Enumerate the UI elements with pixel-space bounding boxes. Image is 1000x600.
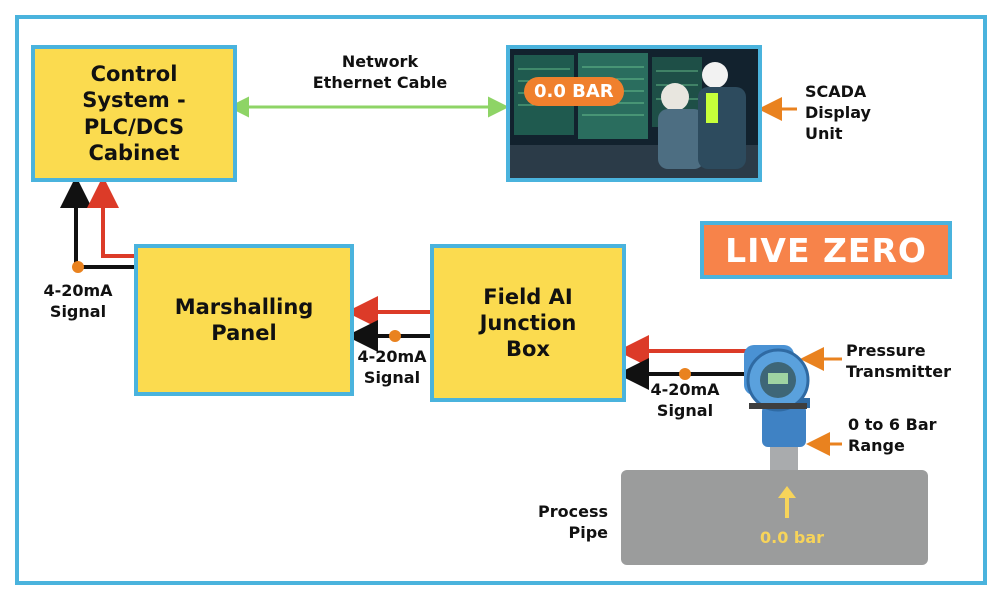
junction-box-line3: Box	[506, 337, 550, 362]
signal-label-control: 4-20mA Signal	[38, 281, 118, 323]
network-label-line1: Network	[341, 52, 419, 71]
signal-node	[389, 330, 401, 342]
process-pipe-line1: Process	[538, 502, 608, 521]
signal-label-line1: 4-20mA	[650, 380, 720, 399]
marshalling-panel-label: Marshalling Panel	[174, 294, 314, 345]
junction-box-line1: Field AI	[483, 284, 573, 309]
signal-label-field: 4-20mA Signal	[645, 380, 725, 422]
pressure-transmitter-line1: Pressure	[846, 341, 926, 360]
pressure-transmitter-label: Pressure Transmitter	[846, 341, 951, 383]
process-pipe	[621, 470, 928, 565]
range-label: 0 to 6 Bar Range	[848, 415, 937, 457]
live-zero-badge: LIVE ZERO	[700, 221, 952, 279]
junction-box: Field AI Junction Box	[430, 244, 626, 402]
scada-label-line2: Display	[805, 102, 871, 122]
pressure-transmitter-line2: Transmitter	[846, 361, 951, 381]
scada-label: SCADA Display Unit	[805, 82, 871, 144]
process-pipe-label: Process Pipe	[538, 502, 608, 544]
control-system-box: Control System - PLC/DCS Cabinet	[31, 45, 237, 182]
junction-box-line2: Junction	[479, 310, 577, 335]
live-zero-label: LIVE ZERO	[725, 230, 927, 270]
signal-node	[72, 261, 84, 273]
process-pipe-line2: Pipe	[568, 522, 608, 542]
marshalling-panel-box: Marshalling Panel	[134, 244, 354, 396]
network-label: Network Ethernet Cable	[300, 52, 460, 94]
signal-label-line2: Signal	[656, 400, 714, 420]
signal-label-line2: Signal	[363, 367, 421, 387]
network-label-line2: Ethernet Cable	[312, 72, 448, 92]
range-label-line1: 0 to 6 Bar	[848, 415, 937, 434]
scada-reading-badge: 0.0 BAR	[524, 77, 624, 106]
signal-label-line1: 4-20mA	[357, 347, 427, 366]
signal-label-line1: 4-20mA	[43, 281, 113, 300]
signal-node	[679, 368, 691, 380]
pipe-reading: 0.0 bar	[760, 528, 825, 547]
scada-display-image: 0.0 BAR	[506, 45, 762, 182]
scada-label-line3: Unit	[805, 123, 843, 143]
signal-label-marshalling: 4-20mA Signal	[352, 347, 432, 389]
range-label-line2: Range	[848, 435, 905, 455]
junction-box-label: Field AI Junction Box	[480, 284, 577, 363]
signal-wire-red-up	[87, 176, 137, 258]
signal-label-line2: Signal	[49, 301, 107, 321]
scada-label-line1: SCADA	[805, 82, 867, 101]
control-system-label: Control System - PLC/DCS Cabinet	[82, 62, 186, 165]
